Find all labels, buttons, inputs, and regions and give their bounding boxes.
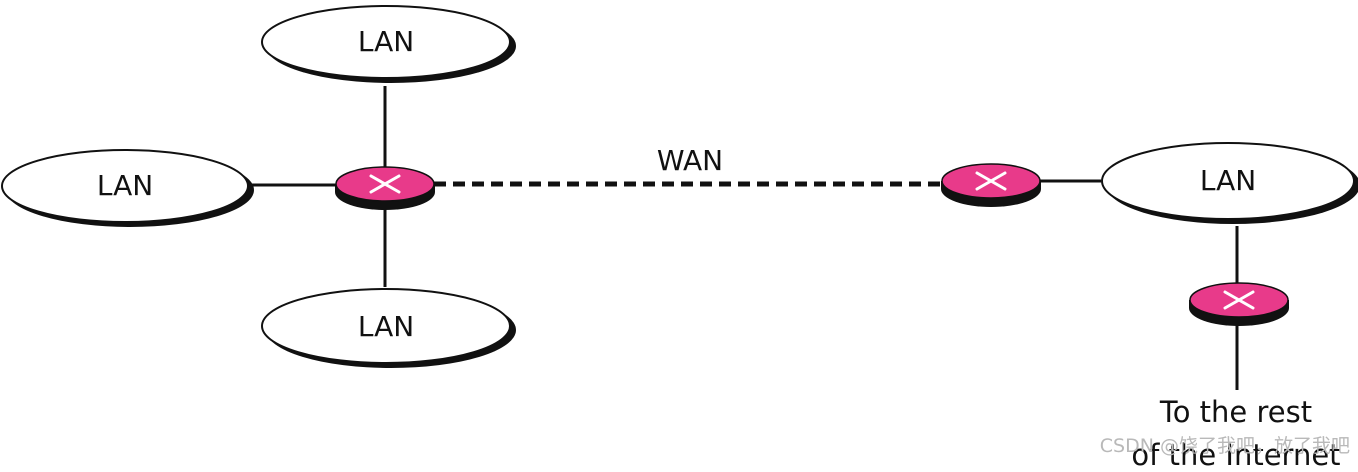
gateway-router [1189,282,1289,326]
lan-top: LAN [261,5,516,83]
lan-left-label: LAN [97,169,153,202]
internet-caption-line2: of the Internet [1131,438,1340,472]
lan-bottom: LAN [261,288,516,368]
lan-left-ellipse [1,149,249,223]
lan-bottom-label: LAN [358,310,414,343]
watermark: CSDN @饶了我吧，放了我吧 [1100,435,1350,457]
router-cross-icon [1223,290,1255,310]
lan-right-ellipse [1101,142,1355,220]
lan-right: LAN [1101,142,1358,224]
router-cross-icon [975,171,1007,191]
hub-router [335,166,435,210]
wan-label: WAN [657,144,723,177]
lan-bottom-ellipse [261,288,511,364]
lan-left: LAN [1,149,254,227]
connection-lines [248,86,1239,390]
internet-caption-line1: To the rest [1159,395,1312,429]
router-cross-icon [369,174,401,194]
lan-top-label: LAN [358,25,414,58]
lan-right-label: LAN [1200,164,1256,197]
lan-top-ellipse [261,5,511,79]
remote-router [941,163,1041,207]
